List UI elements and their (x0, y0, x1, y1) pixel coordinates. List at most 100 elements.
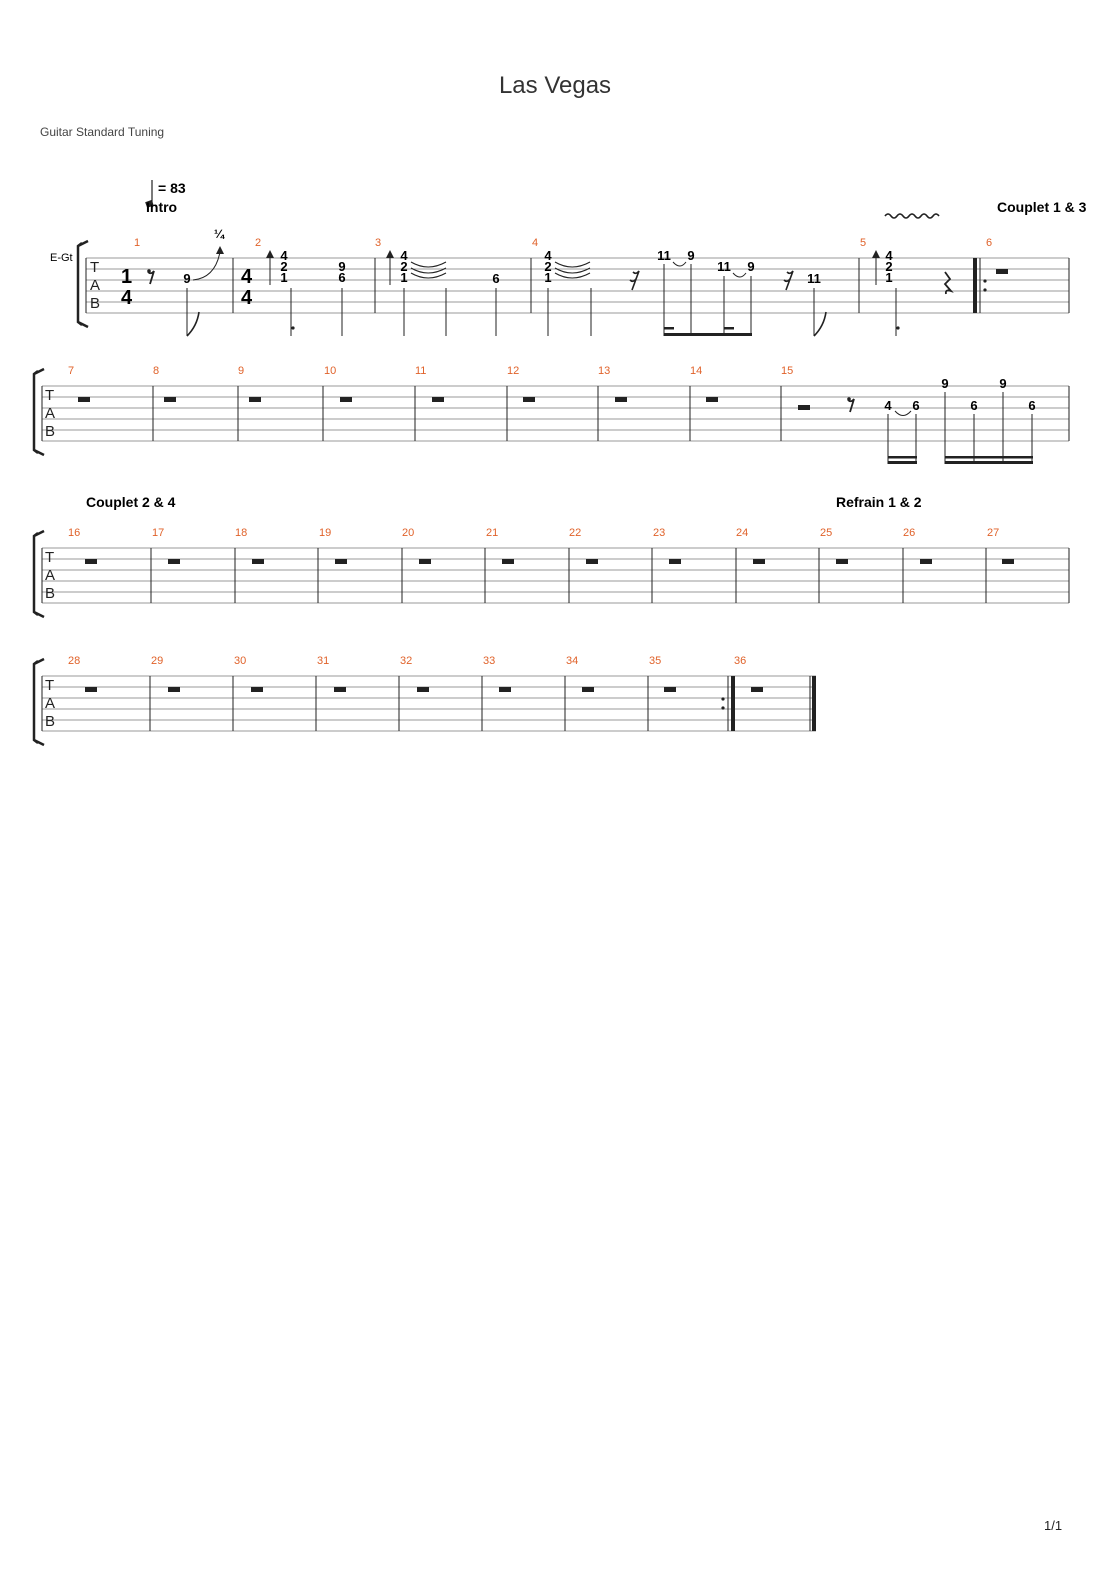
fret-number: 11 (717, 259, 731, 274)
measure-number: 33 (483, 655, 495, 667)
fret-number: 9 (338, 259, 345, 274)
measure-number: 32 (400, 655, 412, 667)
measure-number: 6 (986, 237, 992, 249)
measure-number: 15 (781, 365, 793, 377)
tuning-label: Guitar Standard Tuning (40, 125, 165, 139)
fret-number: 2 (400, 259, 407, 274)
measure-number: 14 (690, 365, 702, 377)
svg-text:A: A (45, 695, 55, 712)
measure-number: 21 (486, 527, 498, 539)
system-2: TAB 7 8 9 10 11 12 13 14 15 (32, 365, 1070, 464)
system-1: = 83 Intro Couplet 1 & 3 E-Gt (50, 180, 1087, 337)
tab-clef: TAB (45, 387, 55, 440)
measure-number: 2 (255, 237, 261, 249)
measure-5: 4 2 1 (872, 248, 954, 336)
fret-number: 2 (280, 259, 287, 274)
section-couplet-2-4: Couplet 2 & 4 (86, 494, 176, 510)
measure-number: 22 (569, 527, 581, 539)
fret-number: 2 (885, 259, 892, 274)
measure-number: 36 (734, 655, 746, 667)
whole-rests (78, 397, 718, 402)
measure-number: 25 (820, 527, 832, 539)
system-bracket (32, 367, 45, 457)
time-signature-4-4: 4 (241, 266, 253, 288)
measure-3: 4 2 1 6 (386, 248, 500, 336)
measure-number: 7 (68, 365, 74, 377)
svg-text:B: B (45, 423, 55, 440)
measure-number: 29 (151, 655, 163, 667)
fret-number: 11 (657, 248, 671, 263)
fret-number: 6 (1028, 398, 1035, 413)
sixteenth-rest (629, 270, 640, 291)
fret-number: 9 (941, 376, 948, 391)
measure-number: 5 (860, 237, 866, 249)
measure-number: 24 (736, 527, 748, 539)
fret-number: 1 (280, 270, 287, 285)
measure-number: 19 (319, 527, 331, 539)
fret-number: 1 (400, 270, 407, 285)
fret-number: 6 (970, 398, 977, 413)
section-intro: Intro (146, 199, 177, 215)
measure-number: 4 (532, 237, 538, 249)
svg-text:A: A (45, 405, 55, 422)
measure-number: 11 (415, 365, 426, 377)
fret-number: 1 (544, 270, 551, 285)
fret-number: 9 (999, 376, 1006, 391)
bend-arrow (192, 251, 221, 281)
measure-number: 1 (134, 237, 140, 249)
measure-number: 8 (153, 365, 159, 377)
fret-number: 6 (338, 270, 345, 285)
measure-number: 3 (375, 237, 381, 249)
measure-number: 30 (234, 655, 246, 667)
fret-number: 6 (492, 271, 499, 286)
tab-clef: TAB (90, 259, 100, 312)
measure-number: 17 (152, 527, 164, 539)
vibrato-mark (884, 213, 940, 219)
system-4: TAB 28 29 30 31 32 33 34 35 36 (32, 655, 816, 747)
measure-number: 12 (507, 365, 519, 377)
svg-text:T: T (45, 677, 54, 694)
svg-text:B: B (90, 295, 100, 312)
svg-text:4: 4 (121, 287, 133, 309)
time-signature-1-4: 1 (121, 266, 132, 288)
half-rest (798, 405, 810, 410)
fret-number: 2 (544, 259, 551, 274)
measure-number: 34 (566, 655, 578, 667)
tempo-marking: = 83 (158, 180, 186, 196)
measure-number: 31 (317, 655, 329, 667)
svg-text:T: T (90, 259, 99, 276)
svg-text:B: B (45, 713, 55, 730)
instrument-label: E-Gt (50, 252, 73, 264)
svg-text:B: B (45, 585, 55, 602)
measure-number: 20 (402, 527, 414, 539)
svg-text:T: T (45, 549, 54, 566)
fret-number: 4 (884, 398, 892, 413)
system-bracket (32, 657, 45, 747)
song-title: Las Vegas (498, 72, 612, 99)
tab-clef: TAB (45, 677, 55, 730)
quarter-rest (943, 271, 954, 295)
measure-number: 26 (903, 527, 915, 539)
measure-number: 13 (598, 365, 610, 377)
measure-number: 28 (68, 655, 80, 667)
bend-amount: ¼ (214, 227, 225, 241)
whole-rests (85, 559, 1014, 564)
measure-number: 27 (987, 527, 999, 539)
sixteenth-rest (783, 270, 794, 291)
fret-number: 9 (687, 248, 694, 263)
fret-number: 4 (280, 248, 288, 263)
fret-number: 9 (183, 271, 190, 286)
measure-number: 35 (649, 655, 661, 667)
fret-number: 4 (544, 248, 552, 263)
tie-marks (554, 261, 591, 279)
system-bracket (32, 529, 45, 619)
measure-number: 16 (68, 527, 80, 539)
measure-number: 10 (324, 365, 336, 377)
measure-number: 18 (235, 527, 247, 539)
fret-number: 4 (400, 248, 408, 263)
measure-2: 4 2 1 9 6 (266, 248, 346, 336)
fret-number: 6 (912, 398, 919, 413)
tab-clef: TAB (45, 549, 55, 602)
whole-rests (85, 687, 763, 692)
